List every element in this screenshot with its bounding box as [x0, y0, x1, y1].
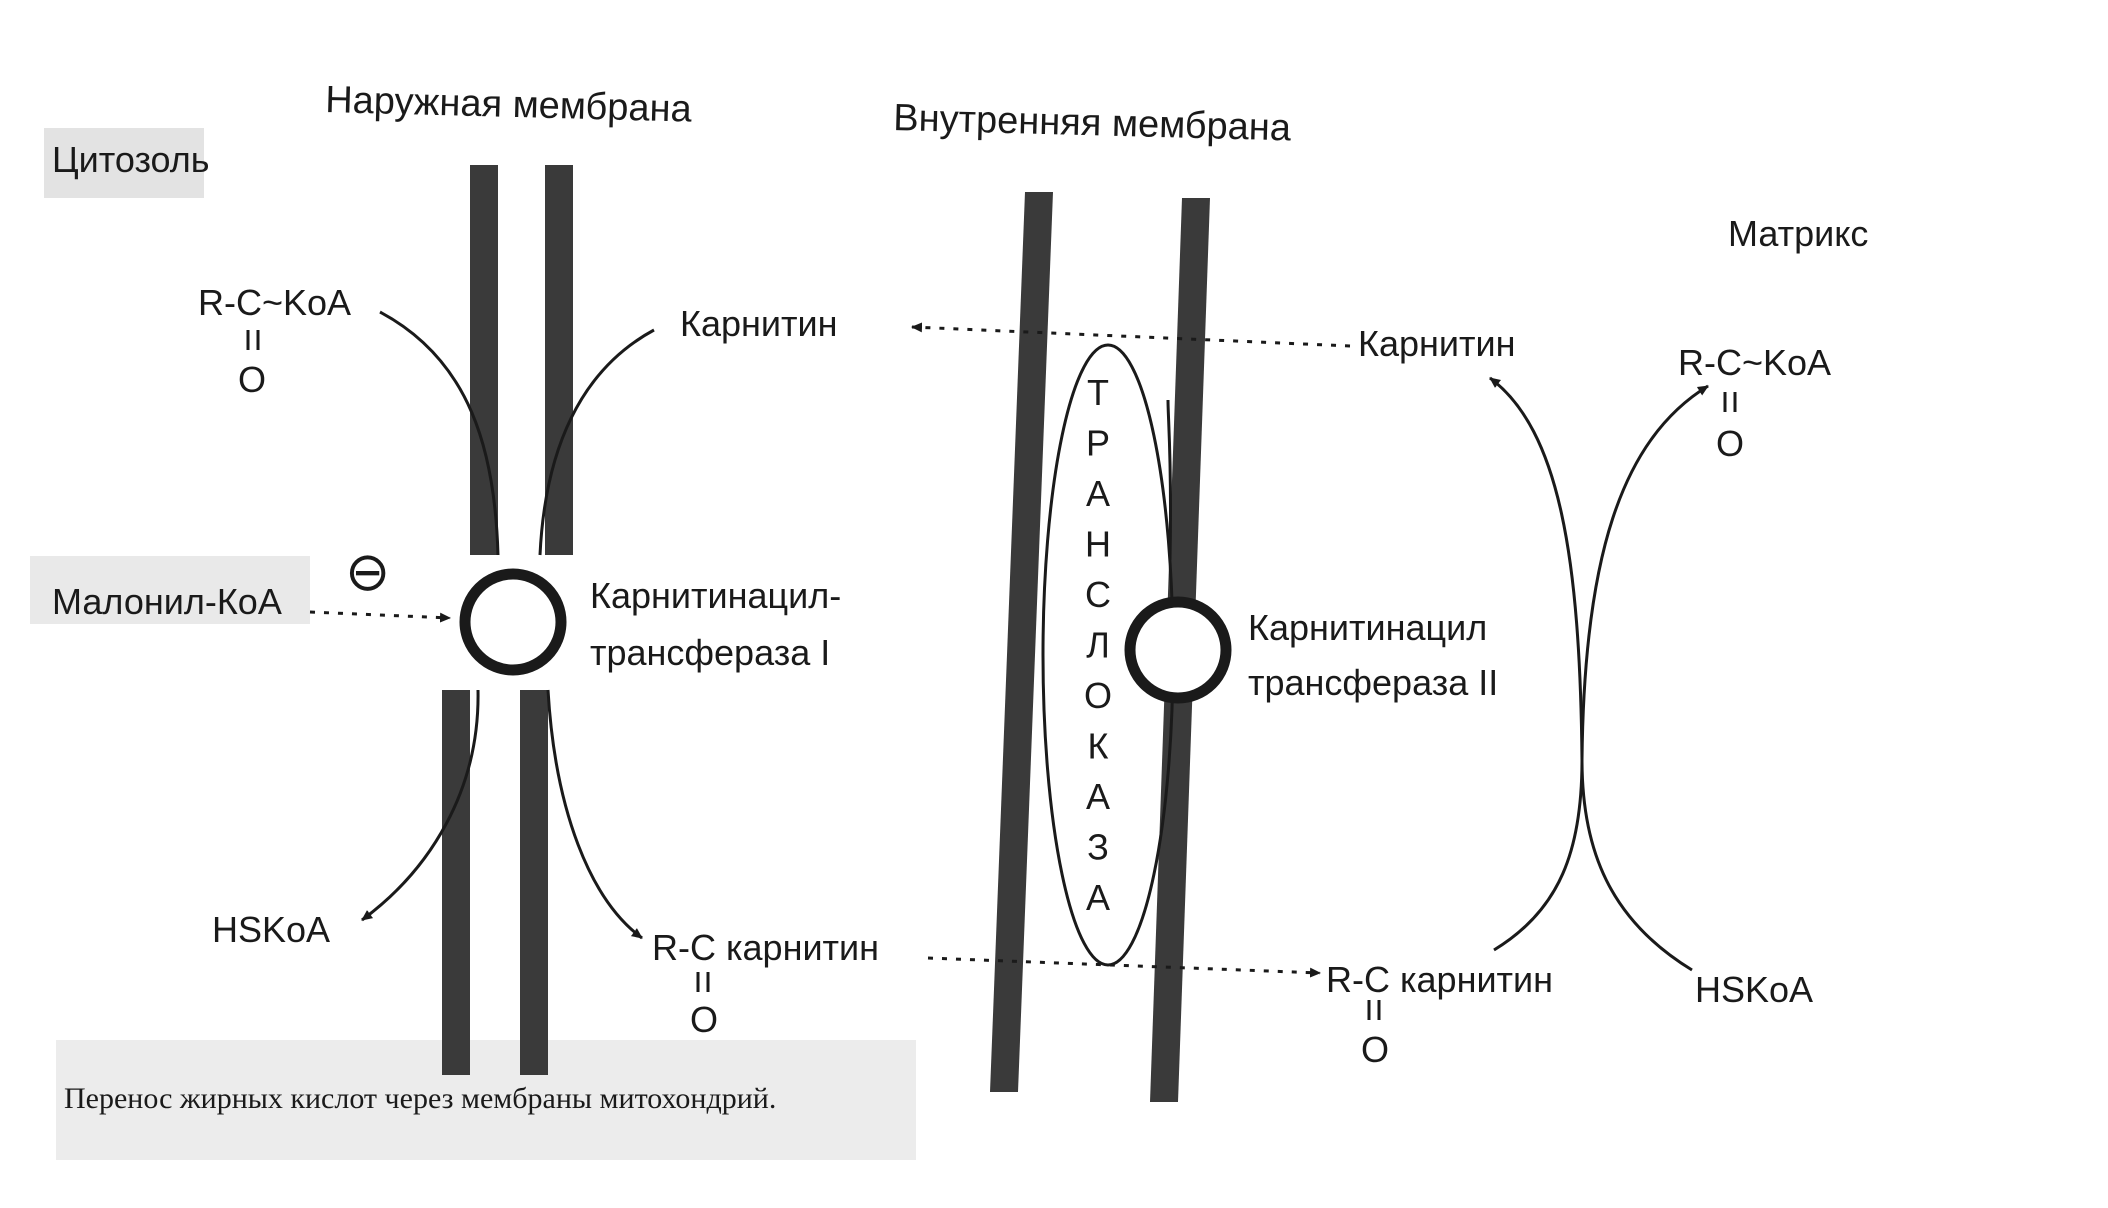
acylcarnitine-matrix-label: R-C карнитин: [1326, 959, 1553, 1000]
outer-membrane-leaflet-left-bottom: [442, 690, 470, 1075]
malonyl-label-bg: [30, 556, 310, 624]
inhibition-sign: ⊖: [345, 542, 390, 602]
cytosol-label-bg: [44, 128, 204, 198]
inner-membrane-leaflet-left: [990, 192, 1053, 1092]
outer-membrane-label: Наружная мембрана: [325, 79, 693, 131]
carnitine-matrix-label: Карнитин: [1358, 323, 1515, 364]
acylcarnitine-matrix-curve: [1493, 759, 1584, 952]
translocase-letter: О: [1084, 675, 1112, 716]
carnitine-to-cpt1-curve: [538, 328, 655, 556]
translocase-letter: З: [1087, 827, 1109, 868]
hskoa-cytosol-label: HSKoA: [212, 909, 330, 950]
acylcarnitine-matrix-oxygen: O: [1361, 1029, 1389, 1070]
reaction-curves: [361, 310, 1709, 972]
cpt1-label-line1: Карнитинацил-: [590, 575, 841, 616]
acyl-coa-matrix-oxygen: O: [1716, 423, 1744, 464]
double-bond-marks: [246, 330, 1737, 1020]
malonyl-inhibition-arrow: [309, 610, 451, 623]
caption-bg: [56, 1040, 916, 1160]
matrix-to-acylcoa-curve: [1580, 384, 1709, 761]
translocase-letter: Л: [1086, 625, 1110, 666]
acyl-coa-to-cpt1-curve: [379, 310, 500, 556]
acylcarnitine-import-arrow: [927, 956, 1321, 978]
cpt1-label-line2: трансфераза I: [590, 632, 830, 673]
matrix-to-carnitine-curve: [1489, 376, 1584, 761]
outer-membrane: [442, 165, 573, 1075]
translocase-letter: К: [1088, 726, 1109, 767]
hskoa-matrix-curve: [1580, 759, 1693, 972]
matrix-label: Матрикс: [1728, 213, 1868, 254]
cpt2-to-acylcarnitine-link: [1166, 399, 1173, 561]
translocase-letter: А: [1086, 473, 1110, 514]
figure-caption: Перенос жирных кислот через мембраны мит…: [64, 1082, 776, 1115]
transport-arrows: [309, 322, 1351, 978]
carnitine-cytosol-label: Карнитин: [680, 303, 837, 344]
cpt1-to-acylcarnitine-curve: [546, 689, 643, 940]
translocase-letter: А: [1086, 877, 1110, 918]
translocase-letter: Н: [1085, 524, 1111, 565]
acyl-coa-matrix-label: R-C~KoA: [1678, 342, 1831, 383]
cytosol-label: Цитозоль: [52, 139, 210, 180]
acylcarnitine-ims-oxygen: O: [690, 999, 718, 1040]
hskoa-matrix-label: HSKoA: [1695, 969, 1813, 1010]
cpt1-enzyme-circle: [459, 568, 567, 676]
acyl-coa-cytosol-oxygen: O: [238, 359, 266, 400]
translocase-letter: Т: [1087, 372, 1109, 413]
translocase-letter: С: [1085, 574, 1111, 615]
inner-membrane-label: Внутренняя мембрана: [893, 97, 1293, 149]
acyl-coa-cytosol-label: R-C~KoA: [198, 282, 351, 323]
malonyl-coa-label: Малонил-КоА: [52, 581, 282, 622]
cpt2-label-line2: трансфераза II: [1248, 662, 1498, 703]
outer-membrane-leaflet-right-bottom: [520, 690, 548, 1075]
cpt1-to-hskoa-curve: [361, 689, 480, 922]
cpt2-label-line1: Карнитинацил: [1248, 607, 1487, 648]
cpt2-enzyme-circle: [1124, 596, 1232, 704]
translocase-letter: Р: [1086, 423, 1110, 464]
outer-membrane-leaflet-right-top: [545, 165, 573, 555]
translocase-letter: А: [1086, 776, 1110, 817]
acylcarnitine-ims-label: R-C карнитин: [652, 927, 879, 968]
carnitine-export-arrow: [911, 322, 1351, 348]
